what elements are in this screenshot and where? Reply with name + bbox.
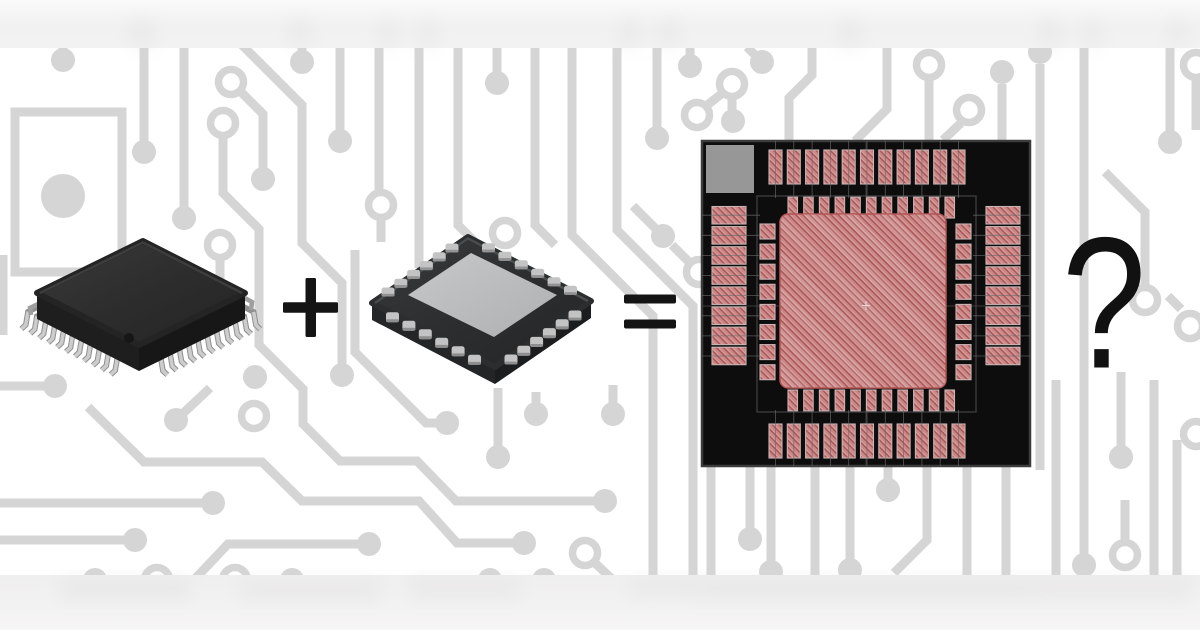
svg-text:?: ?: [1062, 199, 1146, 408]
